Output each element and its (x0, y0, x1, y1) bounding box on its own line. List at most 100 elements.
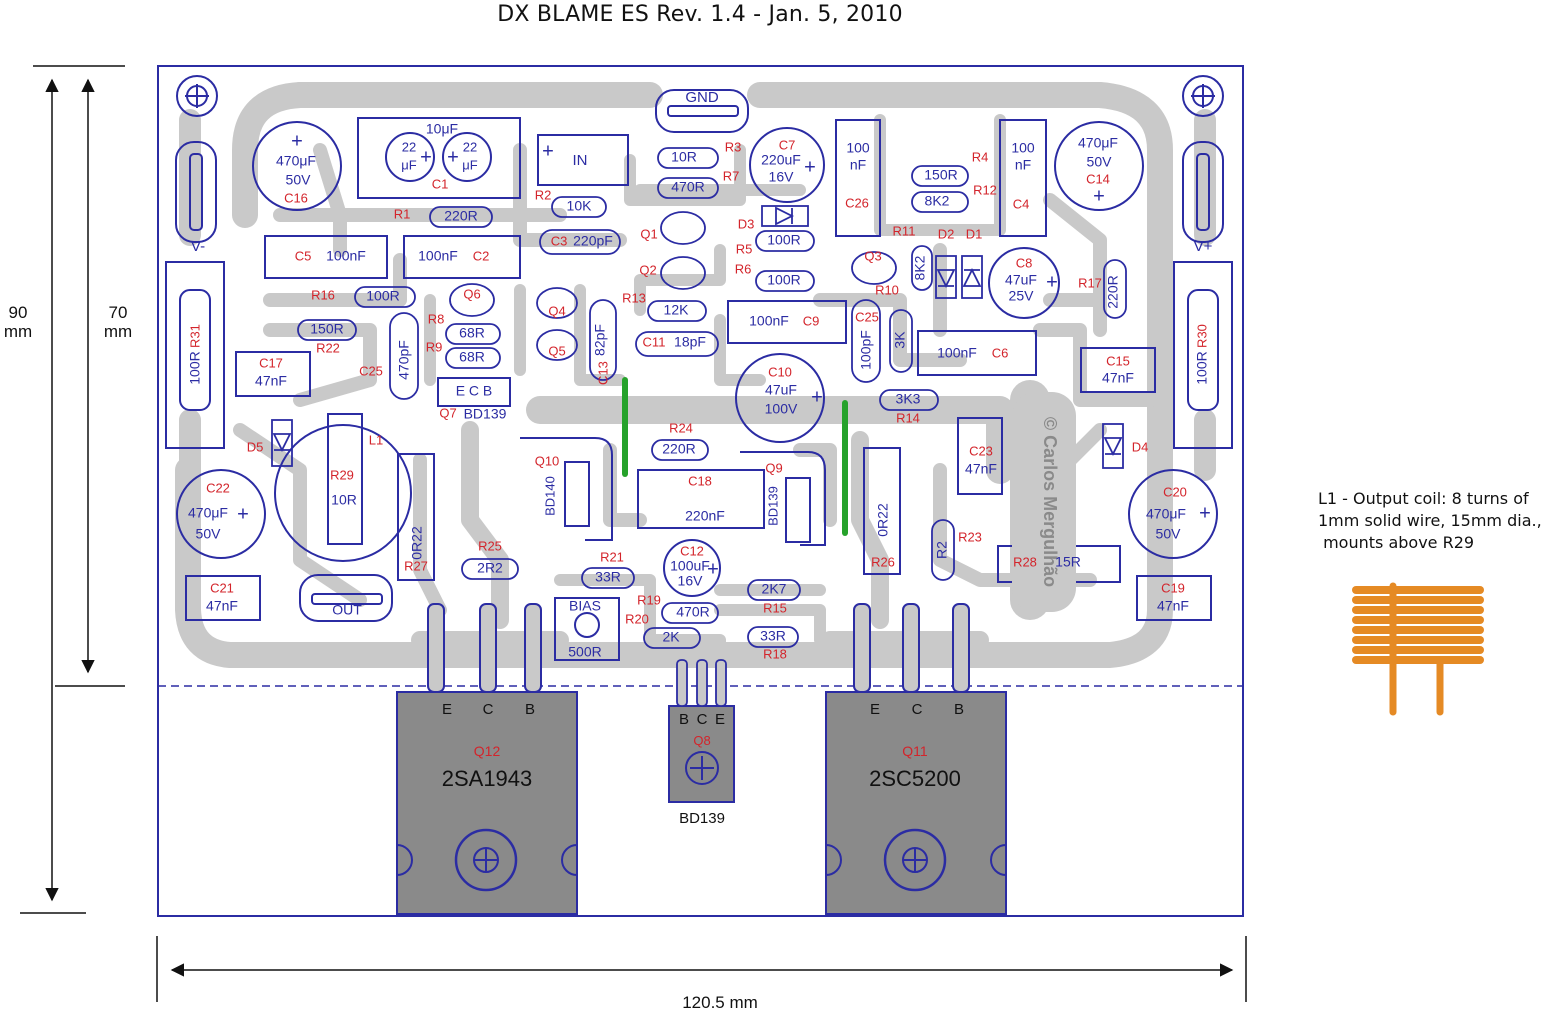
silk-label-30: C14 (1086, 171, 1110, 186)
silk-label-31: R1 (394, 206, 411, 221)
silk-label-2: C1 (432, 176, 449, 191)
silk-label-38: D3 (738, 216, 755, 231)
q11-pin-b: B (954, 701, 964, 718)
silk-label-10: IN (573, 152, 588, 169)
coil-note-line-3: mounts above R29 (1318, 533, 1475, 552)
silk-label-98: D4 (1132, 439, 1149, 454)
silk-label-97: L1 (369, 432, 383, 447)
silk-vertical-label-0: 100R (187, 351, 203, 384)
mounting-hole-left (176, 75, 218, 117)
silk-label-41: R11 (893, 223, 916, 238)
silk-label-86: 3K3 (896, 391, 921, 407)
silk-label-76: 18pF (674, 334, 706, 350)
silk-label-108: C20 (1163, 484, 1187, 499)
silk-label-83: C10 (768, 364, 792, 379)
silk-label-21: R4 (972, 149, 989, 164)
silk-label-110: 50V (1156, 526, 1182, 542)
coil-note-line-2: 1mm solid wire, 15mm dia., (1318, 511, 1542, 530)
silk-label-57: V- (191, 238, 205, 255)
silk-label-82: E C B (456, 383, 493, 399)
silk-label-48: Q2 (639, 262, 656, 277)
silk-label-54: 47uF (1005, 272, 1037, 288)
silk-vertical-label-9: 3K (892, 331, 908, 349)
width-value: 120.5 mm (682, 993, 758, 1012)
silk-label-61: Q6 (463, 286, 480, 301)
silk-label-120: R26 (871, 554, 895, 569)
silk-label-129: R19 (637, 592, 661, 607)
silk-vertical-label-12: 0R22 (875, 503, 891, 537)
silk-label-124: C21 (210, 580, 234, 595)
silk-label-63: R13 (622, 290, 646, 305)
silk-label-66: C9 (803, 313, 820, 328)
silk-label-58: V+ (1194, 238, 1213, 255)
silk-label-77: 100nF (937, 345, 977, 361)
silk-label-42: D2 (938, 226, 955, 241)
q11-pin-c: C (912, 701, 923, 718)
silk-label-17: 16V (769, 169, 795, 185)
silk-label-136: 500R (568, 644, 601, 660)
copyright-text: © Carlos Mergulhão (1040, 417, 1060, 587)
silk-label-107: 50V (196, 526, 222, 542)
silk-vertical-label-7: 100pF (858, 330, 874, 370)
silk-label-73: 68R (459, 349, 485, 365)
silk-label-121: R28 (1013, 554, 1037, 569)
coil-note: L1 - Output coil: 8 turns of 1mm solid w… (1318, 488, 1542, 554)
silk-label-22: 150R (924, 167, 957, 183)
silk-label-11: 10R (671, 149, 697, 165)
polarity-plus-icon: + (811, 386, 823, 408)
polarity-plus-icon: + (707, 558, 719, 580)
silk-label-52: R10 (875, 282, 899, 297)
q12-part: 2SA1943 (442, 766, 533, 791)
silk-label-24: 8K2 (925, 193, 950, 209)
silk-label-15: C7 (779, 137, 796, 152)
silk-label-127: 47nF (1157, 598, 1189, 614)
copyright-block: © Carlos Mergulhão (1012, 392, 1076, 612)
power-transistor-Q11 (825, 603, 1007, 915)
silk-label-34: 10K (567, 198, 593, 214)
silk-vertical-label-4: 470pF (396, 340, 412, 380)
silk-label-84: 47uF (765, 382, 797, 398)
silk-label-122: 15R (1055, 554, 1081, 570)
q8-part: BD139 (679, 810, 725, 827)
silk-label-19: nF (850, 157, 866, 173)
silk-label-8: 50V (286, 172, 312, 188)
silk-label-26: nF (1015, 157, 1031, 173)
silk-label-3: 22 (402, 139, 416, 154)
silk-label-9: C16 (284, 190, 308, 205)
silk-vertical-label-3: R30 (1194, 324, 1209, 348)
silk-label-29: 50V (1087, 154, 1113, 170)
silk-label-50: 100R (767, 272, 800, 288)
silk-label-72: R9 (426, 339, 443, 354)
silk-vertical-label-6: C13 (595, 361, 610, 385)
silk-vertical-label-13: R2 (934, 541, 950, 559)
silk-label-125: 47nF (206, 598, 238, 614)
height-outer-unit: mm (4, 322, 32, 341)
silk-label-40: R5 (736, 241, 753, 256)
silk-label-92: R24 (669, 420, 693, 435)
silk-label-112: R25 (478, 538, 502, 553)
polarity-plus-icon: + (804, 156, 816, 178)
q11-pin-e: E (870, 701, 880, 718)
polarity-plus-icon: + (542, 140, 554, 162)
small-transistor-outlines (449, 211, 897, 361)
q8-pin-b: B (679, 711, 689, 728)
silk-label-56: R17 (1078, 275, 1102, 290)
silk-label-68: 150R (310, 321, 343, 337)
silk-label-33: R2 (535, 187, 552, 202)
silk-label-105: C22 (206, 480, 230, 495)
polarity-plus-icon: + (237, 503, 249, 525)
silk-label-18: 100 (846, 140, 870, 156)
silk-label-59: R16 (311, 287, 335, 302)
silk-label-74: Q5 (548, 343, 565, 358)
silk-label-45: 100nF (326, 248, 366, 264)
silk-label-111: R23 (958, 529, 982, 544)
q12-pin-b: B (525, 701, 535, 718)
silk-label-43: D1 (966, 226, 983, 241)
silk-vertical-label-2: 100R (1194, 351, 1210, 384)
silk-label-123: 2K7 (762, 581, 787, 597)
silk-label-106: 470μF (188, 505, 228, 521)
silk-label-16: 220uF (761, 152, 801, 168)
polarity-plus-icon: + (1199, 502, 1211, 524)
mounting-hole-right (1182, 75, 1224, 117)
